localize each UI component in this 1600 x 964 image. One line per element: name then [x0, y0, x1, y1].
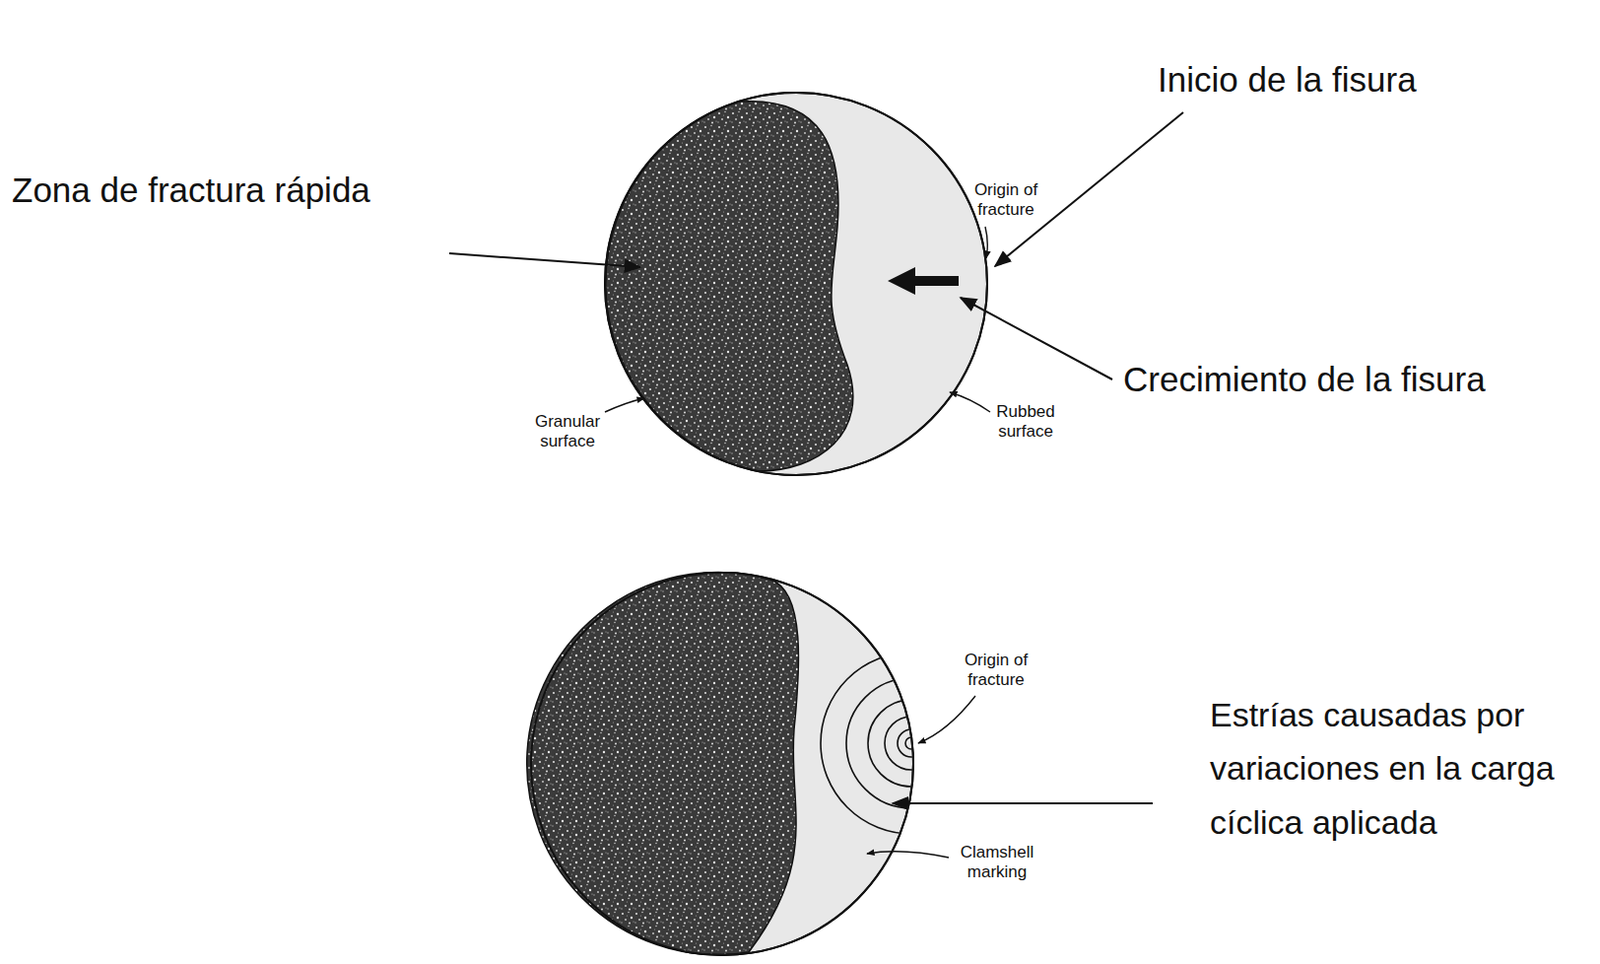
circle-outline [531, 572, 914, 955]
leader-line [449, 253, 641, 267]
leader-line [866, 851, 949, 858]
callout-label: Estrías causadas por variaciones en la c… [1209, 687, 1595, 849]
callout-label: Crecimiento de la fisura [1123, 358, 1577, 400]
leader-line [985, 226, 988, 259]
figure-label: Origin of fracture [970, 180, 1042, 221]
callout-label: Inicio de la fisura [1157, 59, 1572, 101]
figure-label: Origin of fracture [960, 650, 1032, 691]
granular-zone [605, 101, 854, 471]
leader-line [949, 392, 991, 412]
granular-zone [527, 572, 800, 955]
leader-line [918, 695, 976, 743]
leader-line [892, 801, 1153, 804]
fracture-surface-top [604, 92, 988, 475]
rubbed-zone [604, 92, 988, 475]
fracture-surface-bottom [527, 572, 1002, 955]
callout-label: Zona de fractura rápida [11, 169, 446, 211]
growth-arrow [887, 266, 959, 295]
circle-outline [604, 92, 988, 475]
leader-lines [449, 112, 1184, 858]
leader-line [960, 297, 1113, 380]
figure-label: Clamshell marking [951, 842, 1043, 883]
figure-label: Granular surface [530, 411, 605, 453]
figure-label: Rubbed surface [993, 401, 1059, 443]
leader-line [604, 398, 645, 412]
